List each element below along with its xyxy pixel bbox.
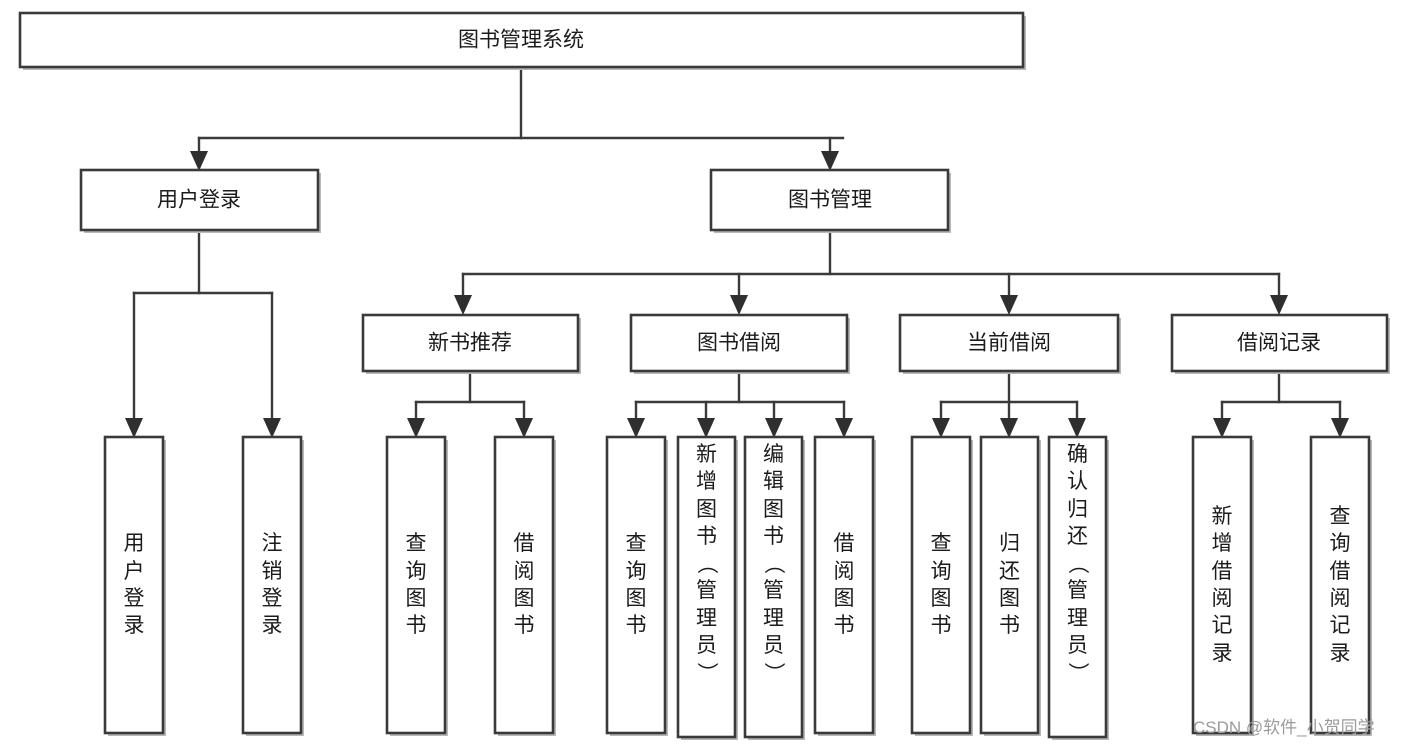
node-current-borrow-box — [898, 313, 1120, 373]
arrowhead-book-borrow — [730, 295, 748, 315]
node-borrow-record-box — [1170, 313, 1389, 373]
arrowhead-leaf-query-book-3 — [932, 418, 950, 438]
node-leaf-borrow-book-1-box — [493, 435, 555, 735]
node-leaf-logout-box — [241, 435, 303, 735]
arrowhead-leaf-confirm-return — [1068, 418, 1086, 438]
csdn-watermark: CSDN @软件_小贺同学 — [1193, 718, 1375, 737]
node-leaf-query-record-box — [1309, 435, 1371, 735]
node-book-borrow[interactable]: 图书借阅 — [629, 313, 850, 374]
node-borrow-record-label: 借阅记录 — [1237, 332, 1321, 355]
arrowhead-leaf-query-record — [1331, 418, 1349, 438]
node-current-borrow[interactable]: 当前借阅 — [898, 313, 1121, 374]
node-leaf-logout[interactable] — [241, 435, 304, 736]
arrowhead-current-borrow — [1000, 295, 1018, 315]
node-leaf-query-book-3-box — [910, 435, 972, 735]
node-leaf-query-book-1[interactable] — [385, 435, 448, 736]
node-leaf-edit-book[interactable] — [743, 435, 805, 740]
node-leaf-query-book-2-box — [605, 435, 667, 735]
arrowhead-book-manage — [821, 151, 839, 171]
node-leaf-query-record[interactable] — [1309, 435, 1372, 736]
arrowhead-leaf-borrow-book-2 — [835, 418, 853, 438]
arrowhead-borrow-record — [1270, 295, 1288, 315]
node-root-box — [18, 11, 1025, 69]
node-user-login-box — [79, 168, 320, 232]
arrow-heads — [125, 151, 1349, 438]
arrowhead-leaf-add-record — [1213, 418, 1231, 438]
node-user-login-label: 用户登录 — [157, 189, 241, 212]
node-leaf-user-login[interactable] — [103, 435, 166, 736]
node-borrow-record[interactable]: 借阅记录 — [1170, 313, 1390, 374]
node-leaf-edit-book-box — [743, 435, 804, 739]
node-leaf-confirm-return[interactable] — [1047, 435, 1109, 740]
node-root-label: 图书管理系统 — [458, 29, 584, 52]
node-new-book-rec-label: 新书推荐 — [428, 332, 512, 355]
node-new-book-rec-box — [361, 313, 580, 373]
node-leaf-query-book-2[interactable] — [605, 435, 668, 736]
node-leaf-query-book-3[interactable] — [910, 435, 973, 736]
arrowhead-leaf-add-book — [697, 418, 715, 438]
node-leaf-add-record-box — [1191, 435, 1253, 735]
arrowhead-leaf-return-book — [1000, 418, 1018, 438]
node-leaf-borrow-book-1[interactable] — [493, 435, 556, 736]
arrowhead-user-login — [190, 151, 208, 171]
node-book-manage[interactable]: 图书管理 — [709, 168, 951, 233]
node-book-borrow-box — [629, 313, 849, 373]
node-book-manage-box — [709, 168, 950, 232]
node-leaf-borrow-book-2[interactable] — [813, 435, 876, 736]
node-leaf-add-book[interactable] — [676, 435, 738, 740]
connector-lines — [132, 65, 1342, 423]
arrowhead-leaf-query-book-2 — [627, 418, 645, 438]
arrowhead-leaf-logout — [263, 418, 281, 438]
node-leaf-add-record[interactable] — [1191, 435, 1254, 736]
node-book-borrow-label: 图书借阅 — [697, 332, 781, 355]
node-leaf-return-book-box — [979, 435, 1040, 735]
node-leaf-add-book-box — [676, 435, 737, 739]
node-current-borrow-label: 当前借阅 — [967, 332, 1051, 355]
arrowhead-leaf-edit-book — [765, 418, 783, 438]
node-book-manage-label: 图书管理 — [788, 189, 872, 212]
leaf-nodes — [103, 435, 1372, 740]
node-leaf-query-book-1-box — [385, 435, 447, 735]
arrowhead-new-book-rec — [454, 295, 472, 315]
arrowhead-leaf-borrow-book-1 — [515, 418, 533, 438]
node-new-book-rec[interactable]: 新书推荐 — [361, 313, 581, 374]
node-user-login[interactable]: 用户登录 — [79, 168, 321, 233]
node-leaf-user-login-box — [103, 435, 165, 735]
arrowhead-leaf-query-book-1 — [407, 418, 425, 438]
node-leaf-return-book[interactable] — [979, 435, 1041, 736]
arrowhead-leaf-user-login — [125, 418, 143, 438]
node-leaf-confirm-return-box — [1047, 435, 1108, 739]
node-root[interactable]: 图书管理系统 — [18, 11, 1026, 70]
node-leaf-borrow-book-2-box — [813, 435, 875, 735]
